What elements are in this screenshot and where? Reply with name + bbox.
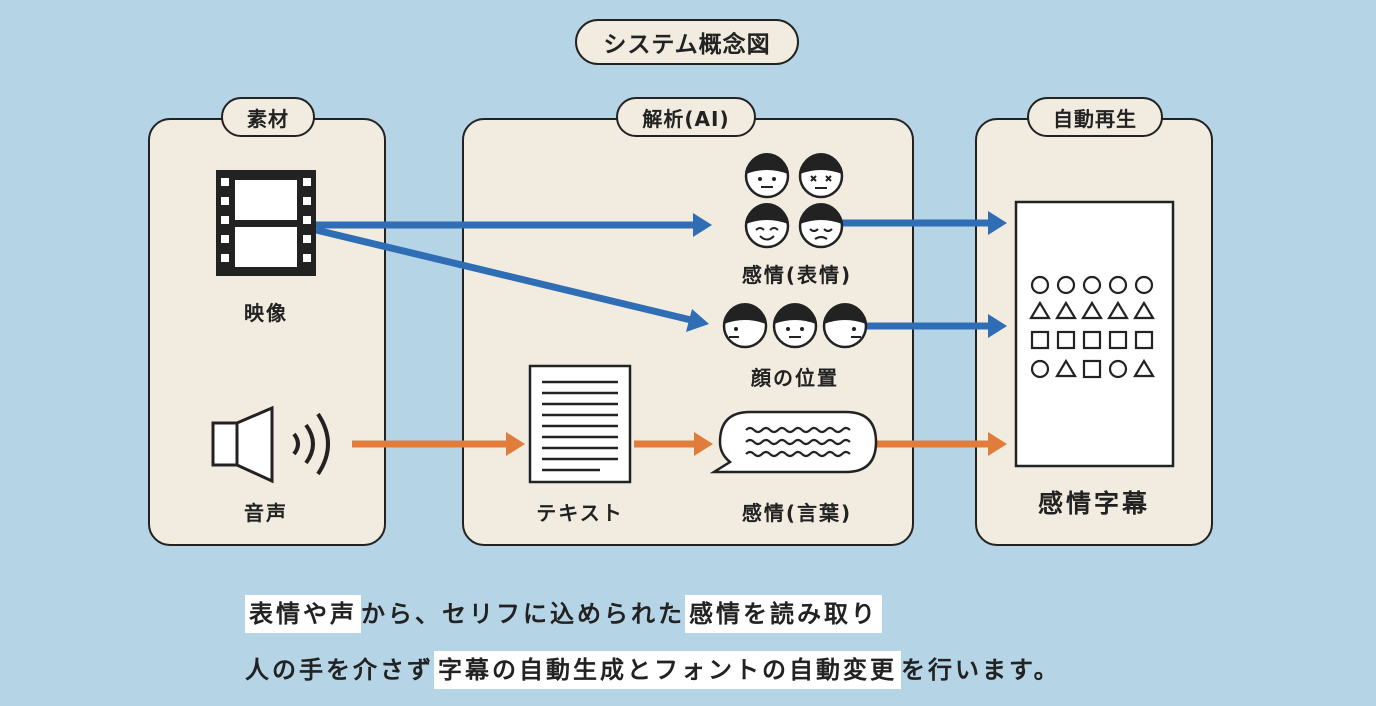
subtitle-screen-icon	[1014, 200, 1175, 468]
happy-face-icon	[744, 201, 790, 249]
label-emotion-words: 感情(言葉)	[741, 501, 853, 525]
arrowhead-icon	[694, 432, 713, 456]
arrowhead-icon	[988, 314, 1007, 338]
panel-playback-label: 自動再生	[1027, 97, 1163, 137]
film-strip-icon	[216, 170, 316, 276]
panel-material-label: 素材	[221, 97, 315, 137]
caption-highlight: 感情を読み取り	[685, 595, 882, 633]
diagram-title: システム概念図	[575, 19, 799, 65]
arrowhead-icon	[506, 432, 525, 456]
face-front-icon	[772, 301, 818, 349]
caption-text: を行います。	[901, 656, 1061, 684]
arrowhead-icon	[686, 309, 709, 332]
face-right-icon	[822, 301, 868, 349]
caption-highlight: 字幕の自動生成とフォントの自動変更	[434, 651, 901, 689]
sad-face-icon	[798, 201, 844, 249]
label-video: 映像	[244, 301, 288, 325]
panel-analysis-label: 解析(AI)	[616, 97, 756, 137]
face-left-icon	[722, 301, 768, 349]
neutral-face-icon	[744, 151, 790, 199]
label-emotion-face: 感情(表情)	[741, 263, 853, 287]
label-audio: 音声	[244, 501, 288, 525]
caption-highlight: 表情や声	[245, 595, 361, 633]
label-face-position: 顔の位置	[751, 366, 839, 390]
audio-arrows	[352, 432, 1007, 456]
video-arrows	[315, 211, 1007, 338]
arrowhead-icon	[693, 213, 712, 237]
speaker-icon	[211, 405, 330, 484]
dead-face-icon	[798, 151, 844, 199]
document-icon	[528, 364, 632, 484]
caption-line-1: 表情や声から、セリフに込められた感情を読み取り	[245, 594, 882, 633]
caption-text: から、セリフに込められた	[361, 600, 685, 628]
emotion-faces-icon	[744, 151, 844, 249]
face-position-icon	[722, 301, 868, 349]
speech-bubble-icon	[709, 410, 878, 474]
arrowhead-icon	[988, 432, 1007, 456]
arrowhead-icon	[988, 211, 1007, 235]
label-text: テキスト	[536, 501, 624, 525]
caption-line-2: 人の手を介さず字幕の自動生成とフォントの自動変更を行います。	[245, 650, 1061, 689]
label-emotion-subtitles: 感情字幕	[1037, 489, 1151, 518]
caption-text: 人の手を介さず	[245, 656, 434, 684]
